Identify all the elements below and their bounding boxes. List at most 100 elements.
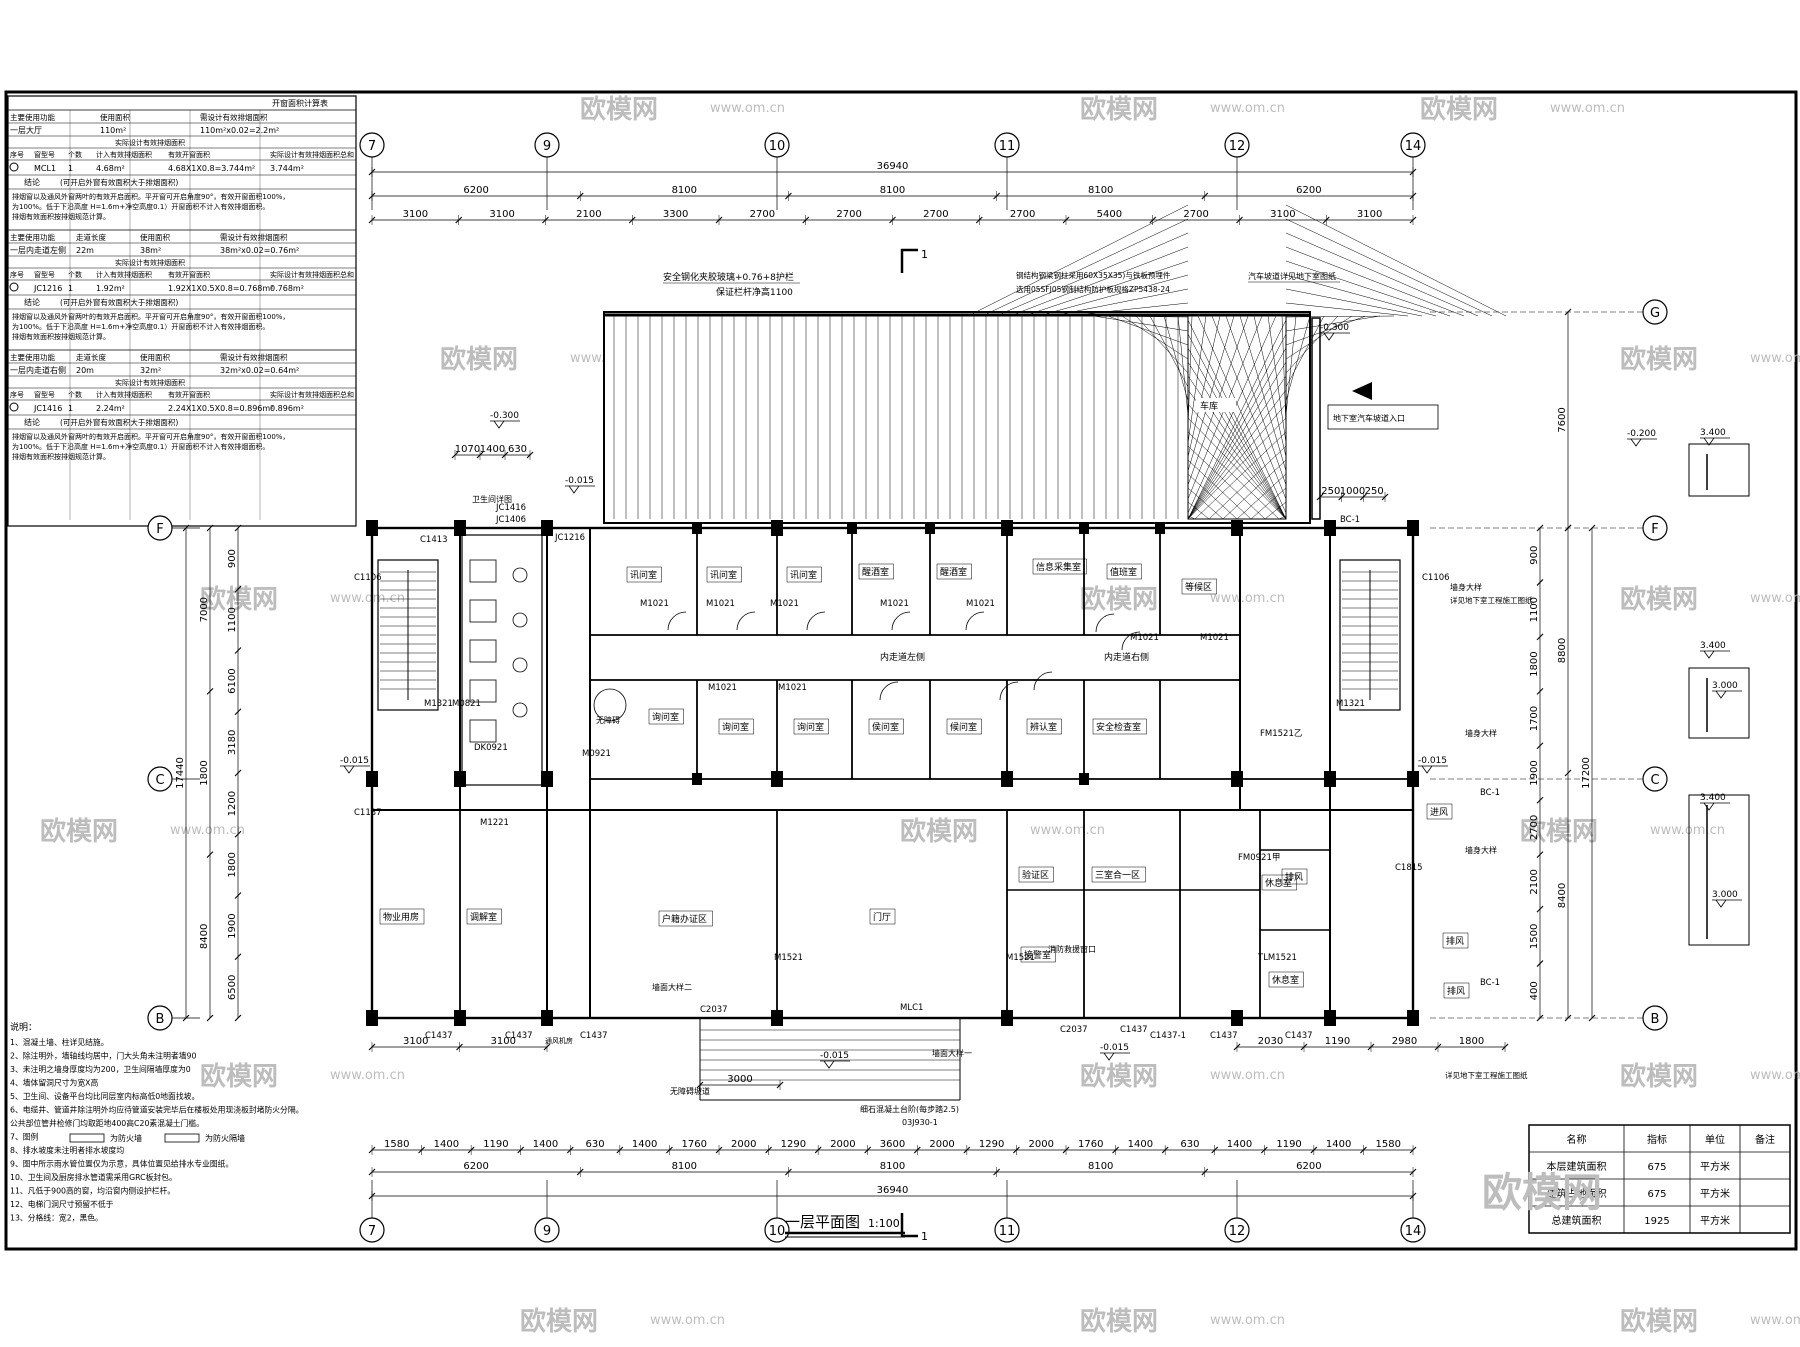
cross-hatch-a <box>1285 288 1423 317</box>
cross-hatch-b <box>1250 487 1287 520</box>
calc-col-head: 计入有效排烟面积 <box>96 150 152 159</box>
dim-left-sub-text: 3180 <box>227 730 238 755</box>
dim-left-sub-text: 1900 <box>227 913 238 938</box>
dim-bottom-minor-text: 2000 <box>731 1139 756 1150</box>
room-label: 讯问室 <box>790 569 817 581</box>
area-table-header: 指标 <box>1647 1133 1667 1146</box>
dim-bottom-minor-text: 630 <box>1180 1139 1199 1150</box>
dim-left-sub-text: 1200 <box>227 791 238 816</box>
calc-table-frame <box>7 95 357 527</box>
level-mark: -0.015 <box>340 756 369 766</box>
dim-bottom-minor-text: 1760 <box>1078 1139 1103 1150</box>
section-mark-top <box>900 248 918 273</box>
room-label-frame <box>1026 718 1062 735</box>
dim-right-total-text: 17200 <box>1581 757 1592 789</box>
level-symbol <box>1712 690 1742 699</box>
door-tag: FM1521乙 <box>1260 729 1302 739</box>
calc-note: 排烟有效面积按排烟规范计算。 <box>12 452 110 461</box>
basement-note: 详见地下室工程施工图纸 <box>1450 595 1533 605</box>
room-label-frame <box>1091 866 1146 883</box>
cross-hatch-a <box>1285 274 1437 317</box>
dim-right-sub-text: 1100 <box>1529 597 1540 622</box>
grid-label-right: B <box>1651 1012 1660 1027</box>
legend-wall-label: 为防火墙 <box>110 1133 142 1143</box>
room-label: 门厅 <box>873 911 891 923</box>
structural-column <box>541 520 553 536</box>
calc-col-head: 有效开窗面积 <box>168 150 210 159</box>
calc-value-cell: 一层内走道右侧 <box>10 365 66 375</box>
watermark-brand: 欧模网 <box>40 816 118 847</box>
dim-top-minor-text: 2700 <box>1010 209 1035 220</box>
calc-head-cell: 使用面积 <box>140 232 170 242</box>
calc-head-cell: 主要使用功能 <box>10 232 55 242</box>
room-label-frame <box>1281 868 1308 885</box>
sheet-frame <box>4 90 1798 1251</box>
calc-col-head: 序号 <box>10 270 24 279</box>
dim-top-minor-text: 2700 <box>1183 209 1208 220</box>
room-label-frame <box>868 718 904 735</box>
grid-bubble-bottom <box>764 1217 790 1243</box>
watermark-brand: 欧模网 <box>1620 344 1698 375</box>
area-table-cell: 本层建筑面积 <box>1547 1160 1607 1173</box>
structural-column <box>1079 773 1089 785</box>
dim-stair-right-text: 1000 <box>1340 486 1365 497</box>
calc-value-cell: 32m² <box>140 366 161 375</box>
dim-top-minor-text: 3100 <box>403 209 428 220</box>
dim-bottom-minor-text: 2000 <box>1028 1139 1053 1150</box>
room-label-frame <box>1442 932 1469 949</box>
dim-stair-left-text: 630 <box>508 444 527 455</box>
accessible-turning-circle <box>593 688 627 722</box>
room-label-frame <box>936 563 972 580</box>
room-label-frame <box>1443 982 1470 999</box>
dim-left-parts-text: 1800 <box>199 760 210 785</box>
dim-bottom-minor-text: 1760 <box>681 1139 706 1150</box>
dim-right-sub-text: 1800 <box>1529 651 1540 676</box>
structural-column <box>366 1010 378 1026</box>
level-symbol <box>1320 332 1350 341</box>
room-label-frame <box>869 908 896 925</box>
grid-label-right: G <box>1650 306 1660 321</box>
grid-bubble-bottom <box>1400 1217 1426 1243</box>
dim-top-major-text: 8100 <box>880 185 905 196</box>
watermark-site: www.om.cn <box>710 101 785 116</box>
level-mark: 3.400 <box>1700 793 1726 803</box>
cross-hatch-a <box>1285 315 1395 318</box>
calc-data-cell: JC1216 <box>33 284 62 293</box>
corridor-right-label: 内走道右侧 <box>1104 651 1149 663</box>
dim-bottom-major-text: 6200 <box>1296 1161 1321 1172</box>
door-tag: M1021 <box>770 599 799 609</box>
calc-data-cell: 4.68m² <box>96 164 125 173</box>
cross-hatch-a <box>1285 315 1325 388</box>
legend-fire-swatch <box>164 1133 200 1143</box>
dim-right-sub-tick <box>1536 851 1544 859</box>
dim-left-sub-tick <box>234 769 242 777</box>
dim-ramp-text: 3000 <box>727 1074 752 1085</box>
calc-data-cell: 2.24m² <box>96 404 125 413</box>
dim-right-sub-tick <box>1536 1014 1544 1022</box>
window-tag: C1106 <box>354 573 382 583</box>
room-label: 三室合一区 <box>1095 869 1140 881</box>
dim-right-sub-text: 1900 <box>1529 760 1540 785</box>
dim-right-sub-tick <box>1536 742 1544 750</box>
calc-value-cell: 20m <box>76 366 94 375</box>
dim-top-major-text: 6200 <box>1296 185 1321 196</box>
calc-result-label: 结论 <box>24 177 40 187</box>
room-label-frame <box>658 910 713 927</box>
dim-bottom-total-text: 36940 <box>877 1185 909 1196</box>
door-swing <box>667 611 687 631</box>
structural-column <box>1407 520 1419 536</box>
grid-bubble-top <box>1400 132 1426 158</box>
dim-left-sub-tick <box>234 585 242 593</box>
dim-right-total-tick <box>1588 1014 1596 1022</box>
level-symbol <box>565 485 595 494</box>
calc-head-cell: 需设计有效排烟面积 <box>200 112 268 122</box>
level-mark: 3.000 <box>1712 890 1738 900</box>
structural-column <box>771 771 783 787</box>
cross-hatch-b <box>1187 361 1287 520</box>
wall-detail-label: 墙身大样 <box>1465 728 1497 738</box>
watermark-brand: 欧模网 <box>520 1306 598 1337</box>
note-item: 公共部位管井检修门均取距地400高C20素混凝土门槛。 <box>10 1118 204 1128</box>
grid-label-left: C <box>155 773 164 788</box>
dim-top-minor-text: 3100 <box>1357 209 1382 220</box>
